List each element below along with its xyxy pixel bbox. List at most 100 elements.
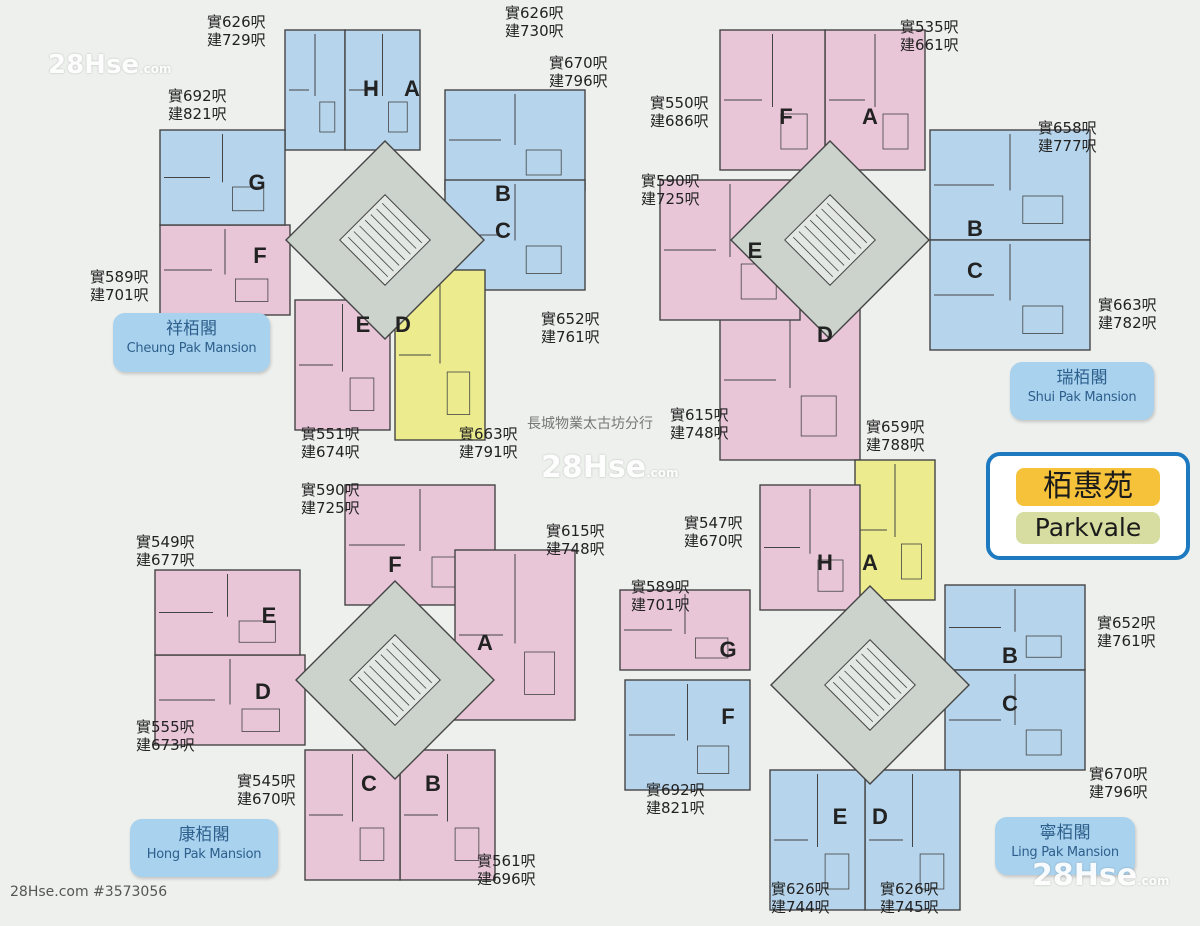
area-label-ling-b: 實652呎建761呎 (1097, 614, 1156, 650)
area-label-ling-e: 實626呎建744呎 (771, 880, 830, 916)
stair-tread (849, 664, 891, 706)
flat-letter-a: A (477, 630, 493, 655)
bathroom (1022, 195, 1064, 224)
bathroom (388, 101, 408, 133)
flat-letter-h: H (817, 550, 833, 575)
stair-tread (376, 208, 417, 249)
area-label-hong-a: 實615呎建748呎 (546, 522, 605, 558)
flat-letter-b: B (495, 181, 511, 206)
area-label-cheung-f: 實589呎建701呎 (90, 268, 149, 304)
block-plan-2: F A B C D E (154, 484, 576, 881)
bathroom (919, 853, 945, 890)
flat-letter-c: C (967, 258, 983, 283)
watermark-top-left: 28Hse.com (48, 50, 172, 80)
stair-tread (357, 676, 399, 718)
bathroom (695, 637, 729, 659)
stair-tread (804, 225, 845, 266)
bathroom (525, 149, 562, 176)
stair-tread (347, 236, 389, 278)
area-label-hong-f: 實590呎建725呎 (301, 481, 360, 517)
stair-tread (380, 654, 421, 695)
block-tag-hong-pak: 康栢閣 Hong Pak Mansion (130, 819, 278, 877)
bathroom (824, 853, 850, 890)
bathroom (1022, 305, 1064, 334)
area-label-cheung-a: 實626呎建730呎 (505, 4, 564, 40)
area-label-cheung-e: 實551呎建674呎 (301, 425, 360, 461)
flat-letter-a: A (862, 550, 878, 575)
bathroom (454, 827, 480, 861)
block-tag-ling-pak: 寧栢閣 Ling Pak Mansion (995, 817, 1135, 875)
flat-letter-g: G (719, 637, 736, 662)
flat-letter-d: D (817, 322, 833, 347)
area-label-cheung-g: 實692呎建821呎 (168, 87, 227, 123)
bathroom (525, 245, 562, 274)
stair-tread (838, 676, 879, 717)
watermark-bottom-right: 28Hse.com (1032, 858, 1170, 893)
bathroom (319, 101, 336, 133)
area-label-cheung-h: 實626呎建729呎 (207, 13, 266, 49)
area-label-hong-d: 實555呎建673呎 (136, 718, 195, 754)
flat-letter-g: G (248, 170, 265, 195)
area-label-shui-a: 實535呎建661呎 (900, 18, 959, 54)
area-label-shui-e: 實590呎建725呎 (641, 172, 700, 208)
block-tag-shui-pak: 瑞栢閣 Shui Pak Mansion (1010, 362, 1154, 420)
area-label-shui-c: 實663呎建782呎 (1098, 296, 1157, 332)
stair-tread (386, 648, 427, 689)
flat-letter-e: E (262, 603, 277, 628)
bathroom (446, 371, 471, 415)
flat-letter-a: A (404, 76, 420, 101)
flat-letter-d: D (255, 679, 271, 704)
stair-tread (353, 231, 394, 272)
bathroom (1025, 729, 1062, 756)
watermark-center: 28Hse.com (541, 450, 679, 485)
bathroom (238, 620, 276, 643)
estate-name-en: Parkvale (1016, 512, 1160, 544)
area-label-cheung-d: 實663呎建791呎 (459, 425, 518, 461)
flat-letter-f: F (721, 704, 734, 729)
stair-tread (381, 202, 423, 244)
flat-letter-f: F (388, 552, 401, 577)
bathroom (697, 745, 730, 774)
flat-letter-b: B (425, 771, 441, 796)
flat-letter-b: B (1002, 643, 1018, 668)
area-label-shui-f: 實550呎建686呎 (650, 94, 709, 130)
listing-footer-id: 28Hse.com #3573056 (10, 884, 168, 900)
stair-tread (821, 208, 862, 249)
agent-branch-text: 長城物業太古坊分行 (527, 416, 653, 432)
block-tag-cheung-pak: 祥栢閣 Cheung Pak Mansion (113, 313, 270, 372)
flat-letter-h: H (363, 76, 379, 101)
area-label-hong-b: 實561呎建696呎 (477, 852, 536, 888)
bathroom (349, 377, 375, 411)
bathroom (817, 559, 844, 592)
area-label-ling-d: 實626呎建745呎 (880, 880, 939, 916)
stair-tread (792, 236, 834, 278)
bathroom (780, 113, 808, 150)
stair-tread (809, 219, 851, 261)
stair-tread (391, 642, 433, 684)
flat-letter-c: C (361, 771, 377, 796)
flat-letter-e: E (748, 238, 763, 263)
stair-tread (866, 647, 908, 689)
stair-tread (363, 671, 404, 712)
stair-tread (832, 681, 874, 723)
bathroom (359, 827, 385, 861)
stair-tread (359, 225, 400, 266)
area-label-ling-a: 實659呎建788呎 (866, 418, 925, 454)
bathroom (882, 113, 909, 150)
stair-tread (369, 665, 410, 706)
area-label-cheung-c: 實652呎建761呎 (541, 310, 600, 346)
flat-letter-f: F (779, 104, 792, 129)
flat-letter-f: F (253, 243, 266, 268)
flat-letter-b: B (967, 216, 983, 241)
stair-tread (374, 659, 416, 701)
flat-letter-e: E (833, 804, 848, 829)
area-label-cheung-b: 實670呎建796呎 (549, 54, 608, 90)
flat-letter-e: E (356, 312, 371, 337)
bathroom (524, 651, 555, 695)
stair-tread (815, 214, 856, 255)
stair-tread (861, 653, 902, 694)
